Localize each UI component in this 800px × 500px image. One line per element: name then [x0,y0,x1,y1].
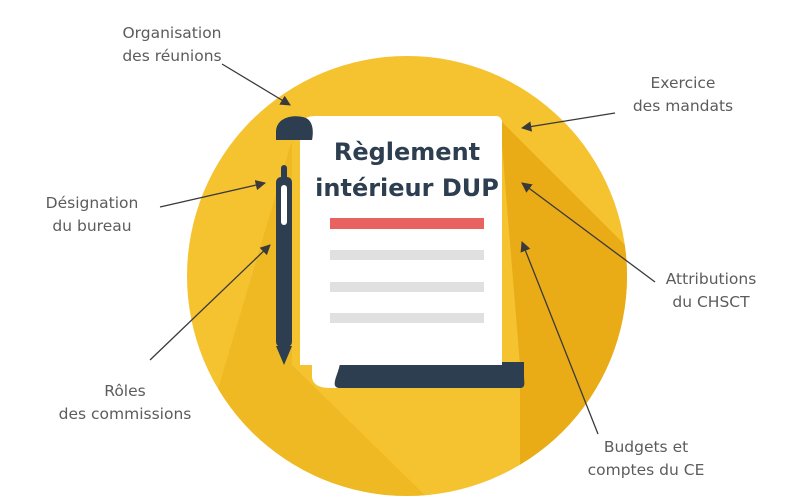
label-budgets-line1: Budgets et [603,438,689,456]
label-exercice-line2: des mandats [632,97,734,115]
label-organisation-line2: des réunions [122,47,222,65]
label-organisation-line1: Organisation [122,24,222,42]
document-text-line [330,282,484,292]
label-roles-line1: Rôles [104,382,146,400]
document-text-line [330,250,484,260]
label-budgets: Budgets et comptes du CE [566,436,726,482]
arrows [149,63,656,435]
arrow-roles [149,244,271,361]
label-designation: Désignation du bureau [22,192,162,238]
document-title-line1: Règlement [334,138,480,166]
arrow-exercice [520,112,616,132]
label-budgets-line2: comptes du CE [587,461,705,479]
arrow-attributions [521,182,656,283]
label-attributions-line1: Attributions [665,270,757,288]
label-exercice: Exercice des mandats [608,72,758,118]
label-attributions: Attributions du CHSCT [636,268,786,314]
arrow-designation [159,180,267,208]
arrow-budgets [520,241,599,435]
label-organisation: Organisation des réunions [92,22,252,68]
label-exercice-line1: Exercice [650,74,716,92]
document-icon: Règlement intérieur DUP [276,116,525,388]
label-roles: Rôles des commissions [40,380,210,426]
arrow-organisation [221,63,291,106]
pen-icon [276,165,292,365]
long-shadow [200,120,627,496]
document-red-line [330,218,484,229]
document-title-line2: intérieur DUP [315,174,499,202]
label-designation-line1: Désignation [45,194,139,212]
document-text-line [330,313,484,323]
label-roles-line2: des commissions [58,405,192,423]
label-attributions-line2: du CHSCT [672,293,750,311]
label-designation-line2: du bureau [52,217,132,235]
